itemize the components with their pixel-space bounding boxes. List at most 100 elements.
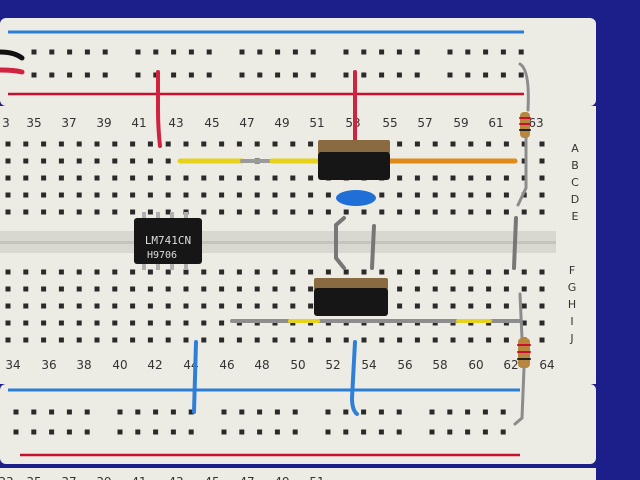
column-number: 37	[61, 116, 76, 130]
breadboard-hole	[468, 286, 474, 292]
breadboard-hole	[503, 175, 509, 181]
row-letter: E	[572, 210, 579, 223]
breadboard-hole	[432, 286, 438, 292]
breadboard-hole	[130, 158, 136, 164]
column-number: 39	[96, 116, 111, 130]
breadboard-hole	[447, 72, 453, 78]
breadboard-hole	[254, 337, 260, 343]
breadboard-hole	[236, 141, 242, 147]
breadboard-hole	[275, 49, 281, 55]
column-number: 54	[361, 358, 376, 372]
breadboard-hole	[183, 192, 189, 198]
breadboard-hole	[112, 269, 118, 275]
breadboard-hole	[130, 192, 136, 198]
breadboard-hole	[76, 337, 82, 343]
breadboard-hole	[135, 49, 141, 55]
breadboard-hole	[432, 269, 438, 275]
breadboard-hole	[170, 429, 176, 435]
breadboard-hole	[272, 141, 278, 147]
column-number: 64	[539, 358, 554, 372]
breadboard-hole	[468, 303, 474, 309]
breadboard-hole	[468, 209, 474, 215]
breadboard-hole	[450, 303, 456, 309]
breadboard-hole	[254, 175, 260, 181]
breadboard-hole	[521, 303, 527, 309]
breadboard-hole	[414, 337, 420, 343]
breadboard-hole	[378, 409, 384, 415]
breadboard-hole	[272, 269, 278, 275]
breadboard-hole	[361, 429, 367, 435]
breadboard-hole	[500, 409, 506, 415]
breadboard-hole	[397, 192, 403, 198]
breadboard-hole	[58, 286, 64, 292]
breadboard-hole	[58, 192, 64, 198]
column-number: 43	[168, 116, 183, 130]
row-letter: J	[569, 332, 573, 345]
breadboard-hole	[379, 72, 385, 78]
breadboard-hole	[482, 409, 488, 415]
breadboard-hole	[201, 337, 207, 343]
breadboard-hole	[257, 72, 263, 78]
breadboard-hole	[539, 337, 545, 343]
red-jumper-wires	[156, 70, 357, 148]
breadboard-hole	[486, 209, 492, 215]
breadboard-hole	[5, 141, 11, 147]
breadboard-hole	[76, 320, 82, 326]
breadboard-hole	[483, 49, 489, 55]
breadboard-hole	[112, 320, 118, 326]
breadboard-hole	[41, 337, 47, 343]
column-number: 35	[26, 475, 41, 480]
breadboard-hole	[183, 141, 189, 147]
breadboard-hole	[5, 209, 11, 215]
column-number: 52	[325, 358, 340, 372]
breadboard-hole	[5, 192, 11, 198]
breadboard-hole	[23, 175, 29, 181]
breadboard-hole	[468, 337, 474, 343]
breadboard-hole	[447, 409, 453, 415]
breadboard-hole	[76, 303, 82, 309]
breadboard-hole	[147, 286, 153, 292]
breadboard-hole	[465, 409, 471, 415]
breadboard-hole	[468, 141, 474, 147]
breadboard-hole	[112, 192, 118, 198]
breadboard-hole	[5, 337, 11, 343]
breadboard-hole	[482, 429, 488, 435]
breadboard-hole	[397, 337, 403, 343]
breadboard-hole	[58, 269, 64, 275]
breadboard-hole	[414, 286, 420, 292]
row-letters: A B C D E F G H I J	[568, 142, 580, 345]
breadboard-hole	[343, 429, 349, 435]
column-number: 46	[219, 358, 234, 372]
breadboard-hole	[31, 72, 37, 78]
breadboard-hole	[58, 303, 64, 309]
breadboard-hole	[23, 141, 29, 147]
breadboard-hole	[325, 192, 331, 198]
breadboard-hole	[130, 320, 136, 326]
breadboard-hole	[397, 286, 403, 292]
breadboard-hole	[5, 269, 11, 275]
breadboard-hole	[219, 337, 225, 343]
breadboard-hole	[76, 141, 82, 147]
breadboard-hole	[183, 175, 189, 181]
breadboard-hole	[76, 175, 82, 181]
breadboard-hole	[539, 320, 545, 326]
top-ic-package	[318, 140, 390, 180]
breadboard-hole	[254, 286, 260, 292]
breadboard-hole	[219, 141, 225, 147]
breadboard-hole	[539, 141, 545, 147]
breadboard-hole	[308, 209, 314, 215]
breadboard-hole	[432, 209, 438, 215]
breadboard-hole	[521, 175, 527, 181]
breadboard-hole	[521, 320, 527, 326]
column-number: 35	[26, 116, 41, 130]
breadboard-hole	[257, 49, 263, 55]
column-number: 3	[2, 116, 10, 130]
breadboard-hole	[503, 303, 509, 309]
breadboard-hole	[432, 192, 438, 198]
row-letter: B	[571, 159, 579, 172]
row-letter: C	[571, 176, 579, 189]
breadboard-hole	[165, 141, 171, 147]
breadboard-hole	[290, 209, 296, 215]
breadboard-hole	[325, 209, 331, 215]
breadboard-hole	[468, 175, 474, 181]
